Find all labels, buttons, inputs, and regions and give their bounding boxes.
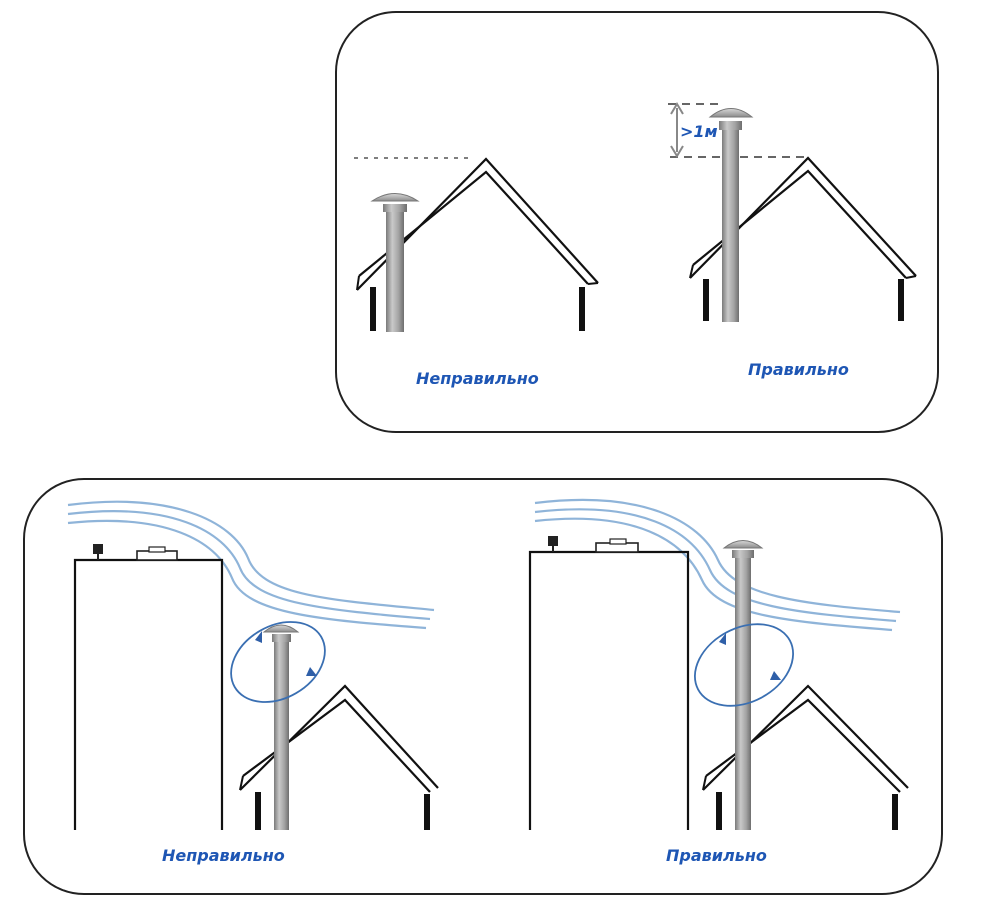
top-right-label: Правильно [748, 360, 849, 379]
bottom-right-wind [534, 498, 901, 632]
top-wrong-chimney [370, 193, 420, 332]
bottom-right-building [528, 536, 690, 830]
bottom-panel: Неправильно [23, 478, 943, 895]
bottom-wrong-wind [67, 500, 435, 630]
top-panel: Неправильно >1м Правильно [335, 11, 939, 433]
top-right-chimney [708, 108, 754, 322]
bottom-panel-frame [23, 478, 943, 895]
bottom-wrong-label: Неправильно [162, 846, 285, 865]
bottom-right-vortex [694, 623, 794, 707]
bottom-wrong-vortex [230, 621, 326, 703]
top-wrong-label: Неправильно [416, 369, 539, 388]
height-note: >1м [680, 122, 718, 141]
top-panel-frame [335, 11, 939, 433]
height-dimension: >1м [668, 102, 808, 158]
bottom-right-label: Правильно [666, 846, 767, 865]
bottom-wrong-chimney [262, 624, 300, 830]
bottom-wrong-building [73, 544, 224, 830]
